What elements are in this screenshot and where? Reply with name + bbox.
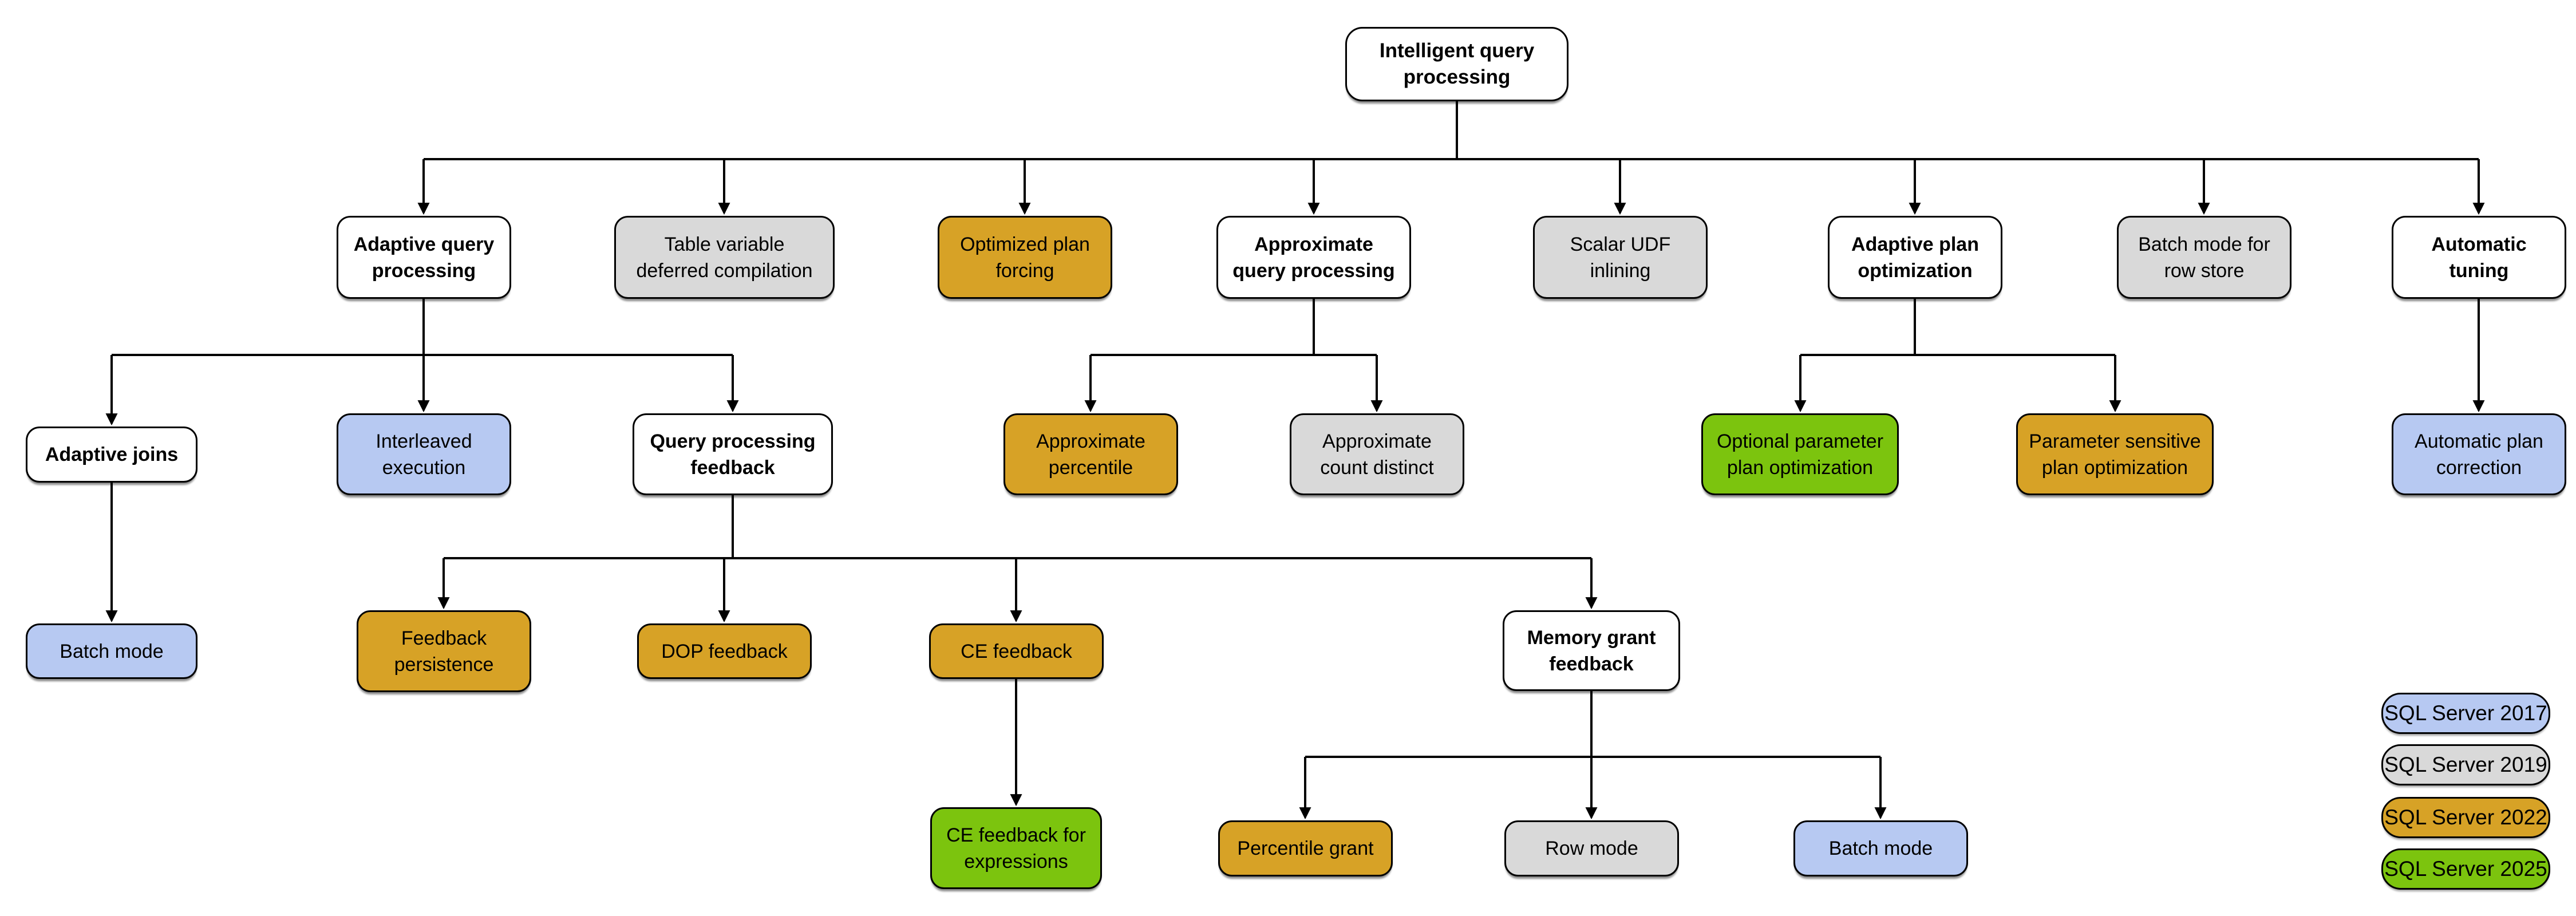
node-approximate-percentile: Approximate percentile	[1003, 413, 1178, 495]
node-percentile-grant: Percentile grant	[1218, 820, 1393, 876]
node-approximate-query-processing: Approximate query processing	[1216, 216, 1411, 299]
node-ce-feedback-for-expressions: CE feedback for expressions	[930, 807, 1102, 889]
node-batch-mode-adaptive-joins: Batch mode	[26, 623, 197, 679]
connector-query-processing-feedback	[437, 495, 1598, 623]
node-adaptive-joins: Adaptive joins	[26, 427, 197, 483]
node-adaptive-query-processing: Adaptive query processing	[337, 216, 511, 299]
legend-item-sql-server-2025: SQL Server 2025	[2381, 848, 2550, 890]
legend-item-sql-server-2017: SQL Server 2017	[2381, 693, 2550, 734]
connector-approximate-query-processing	[1084, 299, 1383, 413]
connector-root	[417, 101, 2485, 215]
node-scalar-udf-inlining: Scalar UDF inlining	[1533, 216, 1708, 299]
node-ce-feedback: CE feedback	[929, 623, 1104, 679]
node-intelligent-query-processing: Intelligent query processing	[1345, 27, 1568, 101]
node-automatic-tuning: Automatic tuning	[2392, 216, 2566, 299]
node-adaptive-plan-optimization: Adaptive plan optimization	[1828, 216, 2002, 299]
node-dop-feedback: DOP feedback	[637, 623, 812, 679]
node-batch-mode-memory-grant: Batch mode	[1793, 820, 1968, 876]
node-batch-mode-for-row-store: Batch mode for row store	[2117, 216, 2291, 299]
node-feedback-persistence: Feedback persistence	[357, 610, 531, 692]
node-optional-parameter-plan-optimization: Optional parameter plan optimization	[1701, 413, 1899, 495]
node-query-processing-feedback: Query processing feedback	[633, 413, 833, 495]
node-interleaved-execution: Interleaved execution	[337, 413, 511, 495]
node-table-variable-deferred-compilation: Table variable deferred compilation	[614, 216, 835, 299]
connector-memory-grant-feedback	[1299, 691, 1887, 820]
connector-adaptive-query-processing	[105, 299, 739, 426]
node-memory-grant-feedback: Memory grant feedback	[1503, 610, 1680, 691]
node-parameter-sensitive-plan-optimization: Parameter sensitive plan optimization	[2016, 413, 2214, 495]
node-row-mode: Row mode	[1504, 820, 1679, 876]
node-automatic-plan-correction: Automatic plan correction	[2392, 413, 2566, 495]
node-approximate-count-distinct: Approximate count distinct	[1290, 413, 1464, 495]
legend-item-sql-server-2022: SQL Server 2022	[2381, 797, 2550, 838]
connector-adaptive-plan-optimization	[1794, 299, 2121, 413]
node-optimized-plan-forcing: Optimized plan forcing	[938, 216, 1112, 299]
legend-item-sql-server-2019: SQL Server 2019	[2381, 744, 2550, 785]
